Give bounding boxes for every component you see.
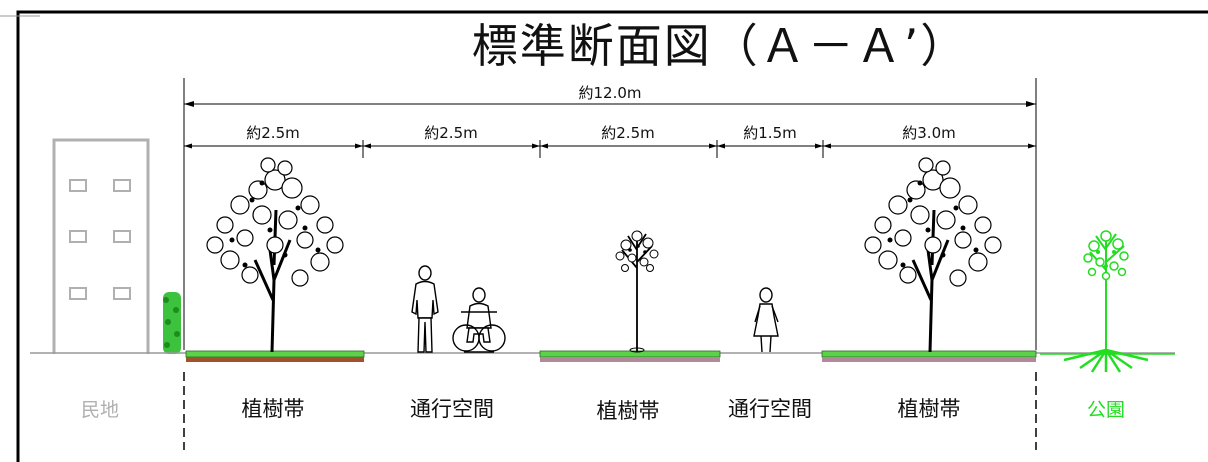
drawing-frame [16,10,1208,462]
private-land-label: 民地 [81,399,119,421]
total-dimension-label: 約12.0m [578,84,641,102]
building-icon [52,138,150,354]
wheelchair-user-icon [452,287,506,353]
segment-label-1: 約2.5m [246,124,299,142]
park-tree-icon [1040,230,1175,373]
segment-label-4: 約1.5m [743,124,796,142]
segment-label-3: 約2.5m [601,124,654,142]
segment-label-5: 約3.0m [902,124,955,142]
pedestrian-icon [753,287,779,353]
planting-strip-3 [821,350,1037,362]
pedestrian-icon [411,265,439,353]
hedge-icon [163,292,181,354]
diagram-title: 標準断面図（Ａ－Ａ’） [472,19,969,73]
planting-strip-2 [539,350,721,362]
segment-dimensions: 約2.5m 約2.5m 約2.5m 約1.5m 約3.0m [184,124,1036,158]
zone-label-3: 植樹帯 [597,399,660,423]
zone-label-5: 植樹帯 [898,397,961,421]
total-dimension: 約12.0m [184,84,1036,107]
large-tree-icon [206,157,344,353]
large-tree-icon [864,157,1002,353]
park-label: 公園 [1087,399,1125,421]
zone-label-4: 通行空間 [728,397,812,421]
zone-label-1: 植樹帯 [242,397,305,421]
segment-label-2: 約2.5m [424,124,477,142]
zone-label-2: 通行空間 [410,397,494,421]
young-tree-icon [615,230,659,353]
planting-strip-1 [185,350,365,362]
